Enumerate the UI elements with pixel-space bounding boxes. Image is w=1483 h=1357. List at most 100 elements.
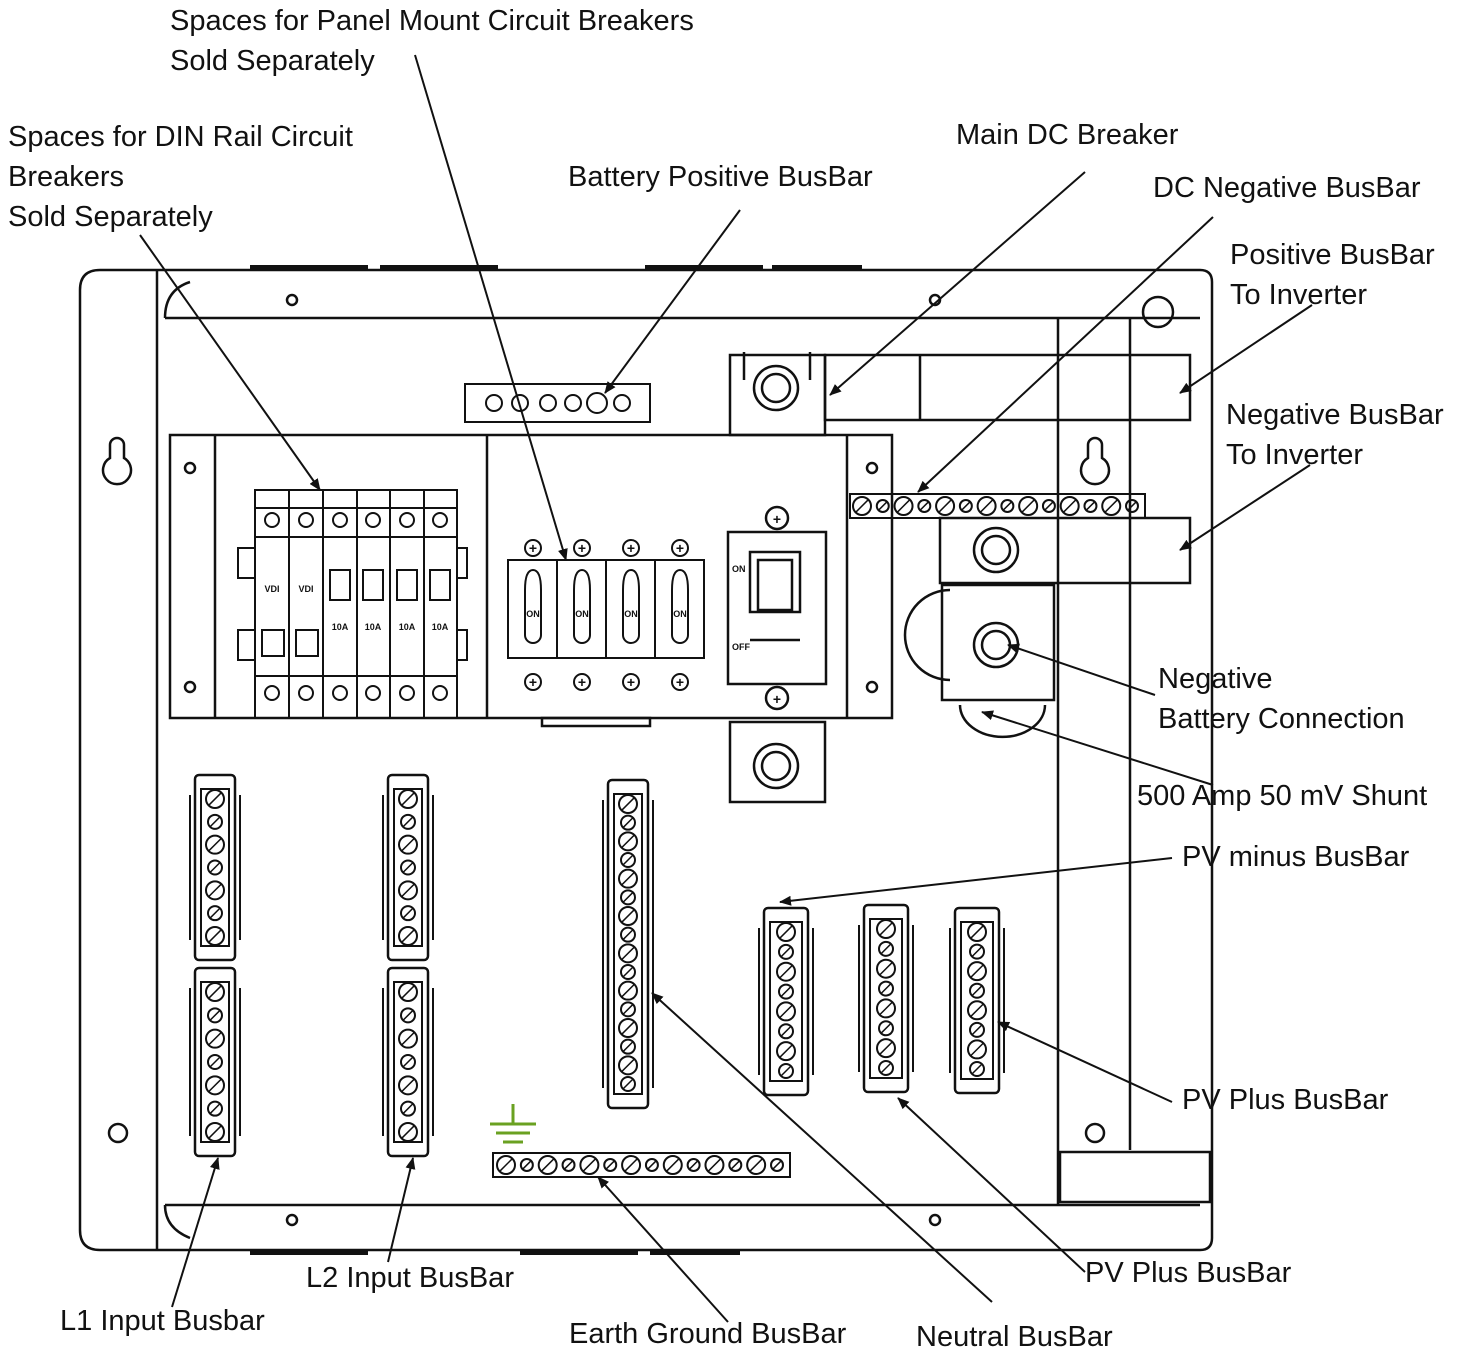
busbar-screw-slot [970,1003,984,1018]
label-negative-battery-connection: Negative Battery Connection [1158,659,1405,739]
busbar-screw [207,1054,223,1070]
busbar-screw [935,496,956,516]
busbar-screw [1083,499,1098,513]
main-dc-breaker [726,352,828,804]
busbar-screw-slot [209,1056,221,1068]
main-breaker-off: OFF [732,642,750,652]
label-l1-input-busbar: L1 Input Busbar [60,1305,265,1337]
busbar-screw-slot [979,499,994,513]
panel-breaker-on: ON [673,609,687,619]
label-line: Positive BusBar [1230,239,1435,271]
plus-sign: + [773,691,781,707]
busbar-screw [398,1075,418,1096]
busbar-screw [620,1038,636,1055]
busbar-screw [398,926,418,946]
plus-sign: + [676,674,684,690]
busbar-screw [205,880,225,901]
busbar-screw [603,1158,618,1172]
l1-busbar-upper [189,773,241,962]
busbar-screw-slot [621,946,635,961]
din-marking: 10A [332,622,349,632]
main-breaker-on: ON [732,564,746,574]
busbar-screw-slot [621,983,635,998]
busbar-screw-slot [880,1022,892,1034]
busbar-screw-slot [970,925,984,939]
busbar-screw [704,1155,725,1175]
busbar-screw-slot [1104,499,1119,513]
busbar-screw [400,1007,416,1024]
enclosure-bottom-right-block [1058,1150,1212,1204]
busbar-screw [207,905,223,922]
label-line: To Inverter [1226,439,1363,471]
label-shunt: 500 Amp 50 mV Shunt [1137,780,1428,812]
busbar-screw-slot [401,985,415,999]
busbar-screw-slot [622,966,634,978]
label-main-dc-breaker: Main DC Breaker [956,119,1179,151]
busbar-screw-slot [401,929,415,943]
panel-mount-breakers [507,539,705,691]
busbar-screw-slot [209,907,221,919]
label-pv-minus-busbar: PV minus BusBar [1182,841,1410,873]
busbar-screw-slot [855,499,869,513]
busbar-screw [205,926,225,946]
busbar-screw-slot [971,1063,983,1075]
busbar-screw [878,1060,894,1076]
mount-hole [285,1213,299,1227]
panel-breaker-on: ON [526,609,540,619]
busbar-screw [579,1155,600,1175]
plus-sign: + [627,674,635,690]
enclosure-bottom-rail [163,1203,1200,1240]
leader-main-dc-breaker [829,171,1086,396]
label-line: Negative [1158,663,1273,695]
positive-busbar-to-inverter [823,353,1192,422]
busbar-screw [893,496,914,516]
busbar-screw [398,880,418,901]
busbar-screw-slot [665,1158,680,1172]
busbar-screw [1059,496,1080,516]
leader-negative-inverter [1179,464,1311,551]
busbar-screw [620,814,636,831]
busbar-screw-slot [209,1103,221,1115]
busbar-screw-slot [971,946,983,958]
inverter-busbars [823,353,1192,739]
busbar-screw-slot [622,929,634,941]
busbar-screw [618,1055,638,1076]
leader-l1-input [171,1157,220,1308]
busbar-screw-slot [401,883,415,898]
leader-pv-plus-bottom [897,1097,1086,1273]
busbar-screw-slot [896,499,911,513]
busbar-screw [770,1158,784,1172]
busbar-screw-slot [622,817,634,829]
busbar-screw [876,1038,896,1059]
din-marking: VDI [264,584,279,594]
busbar-screw-slot [621,1021,635,1035]
negative-busbar-to-inverter [938,516,1192,585]
enclosure-top-rail [163,280,1200,320]
busbar-screw [618,794,638,814]
busbar-screw-slot [961,501,971,511]
main-breaker-markings: ON OFF [732,564,750,652]
plus-sign: + [529,540,537,556]
label-panel-mount-breakers: Spaces for Panel Mount Circuit Breakers … [170,1,694,81]
busbar-screw [205,789,225,809]
busbar-screw-slot [938,499,952,513]
busbar-screw-slot [971,985,983,997]
busbar-screw-slot [563,1160,574,1170]
busbar-screw-slot [208,985,222,999]
busbar-screw [776,1001,796,1022]
label-pv-plus-busbar-bottom: PV Plus BusBar [1085,1257,1292,1289]
leader-negative-battery [1007,643,1156,696]
busbar-screw [876,919,896,939]
busbar-screw [398,789,418,809]
busbar-screw [618,943,638,964]
din-marking: 10A [399,622,416,632]
plus-sign: + [773,511,781,527]
dc-negative-busbar [849,493,1146,519]
mount-hole [1141,295,1175,329]
busbar-screw [852,496,872,516]
busbar-screw [620,1076,636,1092]
din-marking: VDI [298,584,313,594]
busbar-screw [776,961,796,982]
leader-pv-plus-right [997,1021,1173,1103]
leader-positive-inverter [1179,304,1313,394]
